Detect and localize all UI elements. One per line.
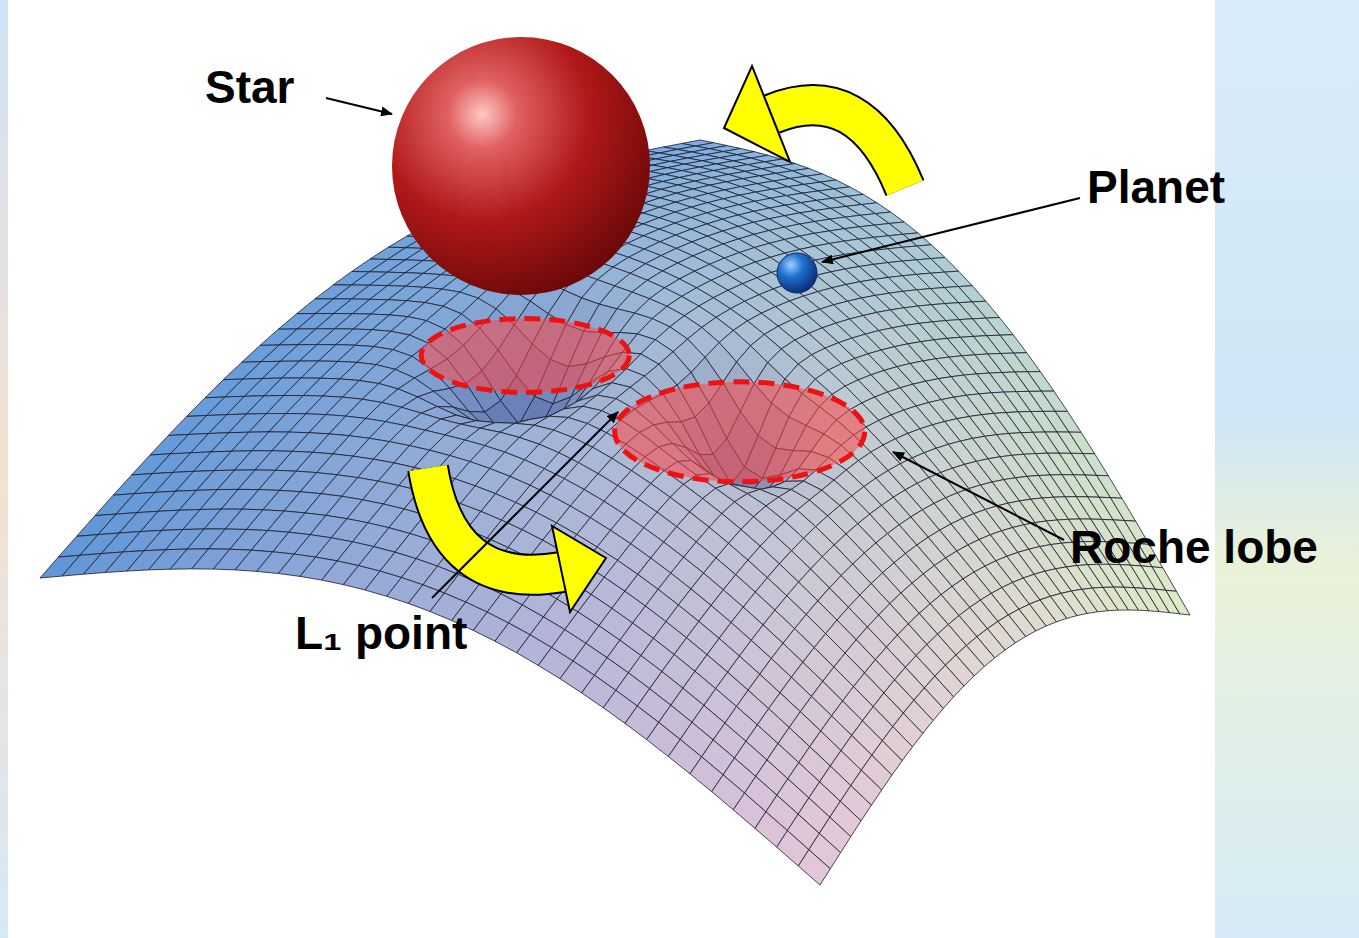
mesh-cell [798, 850, 830, 885]
orbit-arrow [724, 66, 905, 188]
mesh-cell [242, 345, 279, 362]
star-sphere [392, 37, 650, 295]
roche-lobes [421, 319, 865, 482]
mesh-cell [297, 299, 334, 314]
callout-label: Star [205, 62, 294, 113]
mesh-cell [260, 329, 297, 345]
leader-line [822, 198, 1080, 262]
mesh-cell [40, 555, 80, 578]
mesh-cell [113, 474, 152, 496]
roche-lobe-outline [615, 382, 865, 482]
mesh-cell [58, 535, 98, 558]
mesh-cell [168, 416, 206, 436]
callout-label: L₁ point [295, 608, 467, 659]
leader-line [893, 452, 1064, 540]
callout-label: Planet [1087, 162, 1225, 213]
mesh-cell [205, 379, 243, 398]
orbit-arrow [428, 468, 606, 612]
mesh-cell [1083, 454, 1108, 476]
mesh-cell [1055, 411, 1081, 432]
mesh-cell [1166, 590, 1190, 615]
leader-line [326, 98, 392, 114]
mesh-cell [132, 454, 171, 475]
mesh-cell [1097, 475, 1122, 498]
mesh-cell [1111, 498, 1136, 522]
callout-label: Roche lobe [1070, 522, 1318, 573]
leader-line [432, 412, 618, 598]
roche-lobe-outline [421, 319, 629, 393]
mesh-cell [150, 435, 188, 456]
mesh-cell [95, 494, 134, 516]
mesh-cell [187, 397, 225, 416]
mesh-cell [278, 314, 315, 330]
mesh-cell [1069, 432, 1095, 454]
background-strip [0, 0, 8, 938]
mesh-cell [223, 362, 261, 380]
mesh-cell [77, 514, 116, 536]
background-panel [1215, 0, 1359, 938]
planet-sphere [777, 253, 817, 293]
